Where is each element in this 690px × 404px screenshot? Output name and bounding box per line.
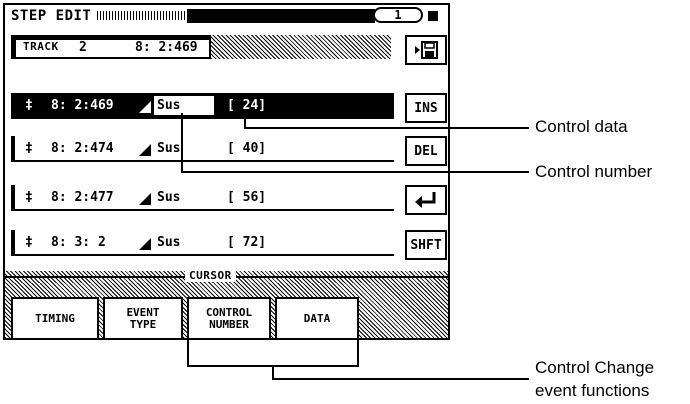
row-underline (11, 254, 394, 256)
callout-control-number: Control number (535, 162, 653, 181)
page-indicator[interactable]: 1 (373, 7, 423, 23)
event-control-name[interactable]: Sus (157, 141, 181, 156)
control-change-icon (139, 144, 151, 156)
event-row[interactable]: ‡ 8: 2:469 Sus [ 24] (11, 93, 394, 119)
timing-button[interactable]: TIMING (11, 297, 99, 338)
row-left-bar (11, 136, 15, 162)
callout-bracket (357, 340, 359, 366)
callout-control-change-line1: Control Change (535, 358, 655, 377)
callout-bracket (272, 366, 274, 379)
event-row[interactable]: ‡ 8: 3: 2 Sus [ 72] (11, 230, 394, 256)
title-hatch-decoration (97, 11, 187, 20)
event-position: 8: 2:477 (51, 190, 114, 205)
callout-line-control-data (244, 127, 529, 129)
cursor-label: CURSOR (185, 269, 236, 282)
row-underline (11, 160, 394, 162)
track-header[interactable]: TRACK 2 8: 2:469 (11, 35, 211, 59)
event-control-value[interactable]: [ 24] (227, 98, 267, 113)
event-type-button[interactable]: EVENT TYPE (103, 297, 183, 338)
row-left-bar (11, 230, 15, 256)
track-position: 8: 2:469 (135, 40, 198, 55)
event-type-button-label: EVENT TYPE (126, 306, 160, 331)
row-underline (11, 209, 394, 211)
event-marker-icon: ‡ (25, 190, 33, 205)
track-label: TRACK (23, 40, 59, 53)
title-bar: STEP EDIT 1 (5, 5, 448, 27)
title-bar-fill (187, 9, 375, 23)
page-number: 1 (394, 8, 402, 22)
data-button-label: DATA (303, 312, 331, 325)
insert-button[interactable]: INS (405, 93, 447, 123)
track-number: 2 (79, 40, 87, 55)
event-marker-icon: ‡ (25, 98, 33, 113)
callout-bracket (187, 340, 189, 366)
event-control-name[interactable]: Sus (154, 96, 214, 115)
delete-button[interactable]: DEL (405, 136, 447, 166)
control-change-icon (139, 101, 151, 113)
event-control-value[interactable]: [ 40] (227, 141, 267, 156)
floppy-disk-icon (415, 41, 438, 59)
enter-button[interactable] (405, 185, 447, 215)
save-button[interactable] (405, 35, 447, 65)
event-position: 8: 2:469 (51, 98, 114, 113)
row-left-bar (11, 185, 15, 211)
event-position: 8: 2:474 (51, 141, 114, 156)
shift-button[interactable]: SHFT (405, 230, 447, 260)
callout-line-control-number (181, 171, 529, 173)
event-marker-icon: ‡ (25, 141, 33, 156)
event-position: 8: 3: 2 (51, 235, 106, 250)
enter-arrow-icon (415, 192, 436, 208)
track-hatch-decoration (211, 35, 391, 59)
event-control-value[interactable]: [ 72] (227, 235, 267, 250)
control-change-icon (139, 238, 151, 250)
page-tab-icon (428, 11, 438, 21)
callout-control-change-line2: event functions (535, 381, 650, 400)
control-number-button[interactable]: CONTROL NUMBER (187, 297, 271, 338)
event-control-name[interactable]: Sus (157, 235, 181, 250)
timing-button-label: TIMING (35, 312, 75, 325)
screen-title: STEP EDIT (11, 8, 92, 24)
control-change-icon (139, 193, 151, 205)
event-control-name[interactable]: Sus (157, 190, 181, 205)
callout-line-control-data (244, 113, 246, 127)
callout-line-control-number (181, 113, 183, 172)
callout-bracket (272, 378, 529, 380)
callout-control-data: Control data (535, 117, 628, 136)
event-marker-icon: ‡ (25, 235, 33, 250)
event-row[interactable]: ‡ 8: 2:474 Sus [ 40] (11, 136, 394, 162)
event-row[interactable]: ‡ 8: 2:477 Sus [ 56] (11, 185, 394, 211)
event-control-value[interactable]: [ 56] (227, 190, 267, 205)
data-button[interactable]: DATA (275, 297, 359, 338)
control-number-button-label: CONTROL NUMBER (205, 306, 253, 331)
